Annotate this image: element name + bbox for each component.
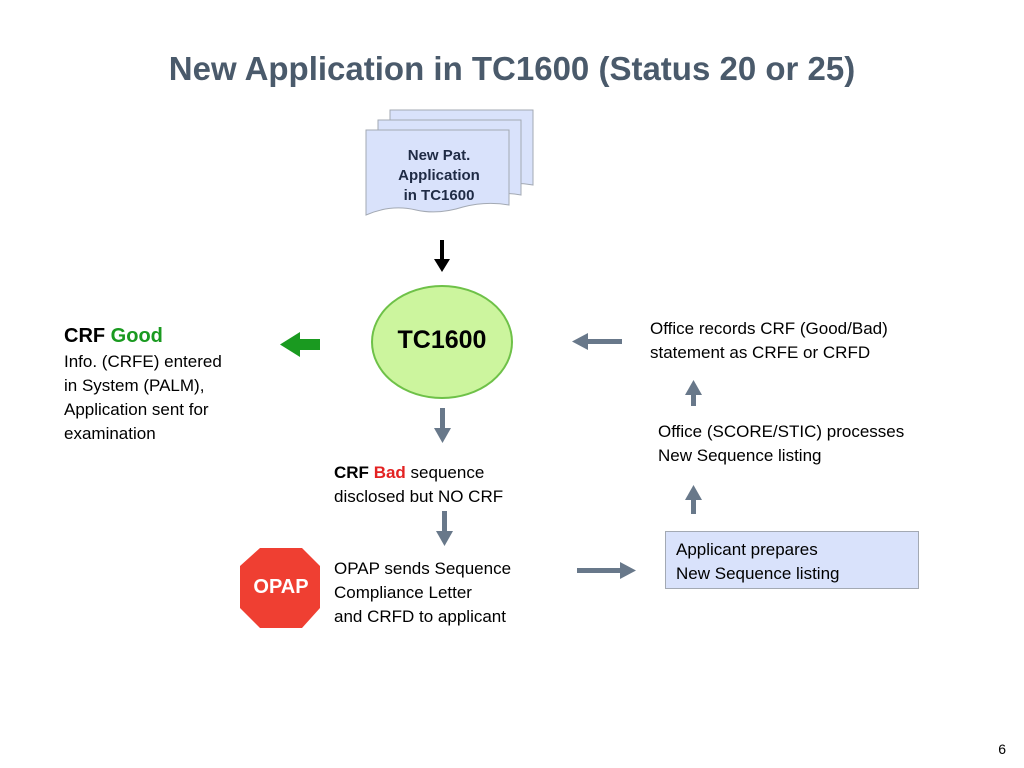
opap-sign-label: OPAP [253, 576, 309, 598]
crf-good-line: examination [64, 424, 156, 443]
new-application-document: New Pat. Application in TC1600 [370, 146, 508, 206]
applicant-line: Applicant prepares [676, 540, 818, 559]
office-processes-line: New Sequence listing [658, 446, 822, 465]
crf-bad-line-1: CRF Bad sequence [334, 461, 503, 485]
crf-prefix: CRF [64, 325, 106, 347]
arrow-tc1600-to-crf-bad [434, 408, 451, 443]
arrow-applicant-to-office-process [685, 485, 702, 514]
crf-good-line: Info. (CRFE) entered [64, 352, 222, 371]
document-line: New Pat. [407, 147, 471, 164]
tc1600-node [371, 285, 513, 399]
page-number: 6 [998, 741, 1006, 757]
applicant-box: Applicant prepares New Sequence listing [665, 531, 919, 589]
crf-good-heading: CRF Good [64, 322, 222, 350]
crf-bad-status: Bad [373, 463, 406, 482]
multi-document-shape [365, 109, 534, 216]
crf-prefix: CRF [334, 463, 369, 482]
arrow-opap-to-applicant [577, 562, 636, 579]
crf-good-line: in System (PALM), [64, 376, 205, 395]
office-records-block: Office records CRF (Good/Bad) statement … [650, 317, 888, 365]
arrow-office-process-to-records [685, 380, 702, 406]
crf-bad-line-2: disclosed but NO CRF [334, 487, 504, 506]
arrow-office-to-tc1600 [572, 333, 622, 350]
tc1600-label: TC1600 [397, 326, 487, 354]
opap-sends-line: Compliance Letter [334, 583, 472, 602]
office-records-line: statement as CRFE or CRFD [650, 343, 871, 362]
opap-stop-sign [240, 548, 320, 628]
applicant-line: New Sequence listing [676, 564, 840, 583]
office-processes-line: Office (SCORE/STIC) processes [658, 422, 905, 441]
arrow-crf-bad-to-opap [436, 511, 453, 546]
crf-good-block: CRF Good Info. (CRFE) entered in System … [64, 322, 222, 446]
crf-good-line: Application sent for [64, 400, 209, 419]
document-line: Application [398, 167, 480, 184]
crf-good-status: Good [110, 325, 163, 347]
slide-title: New Application in TC1600 (Status 20 or … [168, 50, 856, 87]
arrow-doc-to-tc1600 [434, 240, 450, 272]
opap-sends-line: OPAP sends Sequence [334, 559, 512, 578]
office-processes-block: Office (SCORE/STIC) processes New Sequen… [658, 420, 904, 468]
opap-sends-line: and CRFD to applicant [334, 607, 506, 626]
opap-sends-block: OPAP sends Sequence Compliance Letter an… [334, 557, 511, 629]
crf-bad-rest: sequence [410, 463, 485, 482]
office-records-line: Office records CRF (Good/Bad) [650, 319, 888, 338]
document-line: in TC1600 [403, 187, 475, 204]
arrow-to-crf-good [280, 332, 320, 357]
crf-bad-block: CRF Bad sequence disclosed but NO CRF [334, 461, 503, 509]
